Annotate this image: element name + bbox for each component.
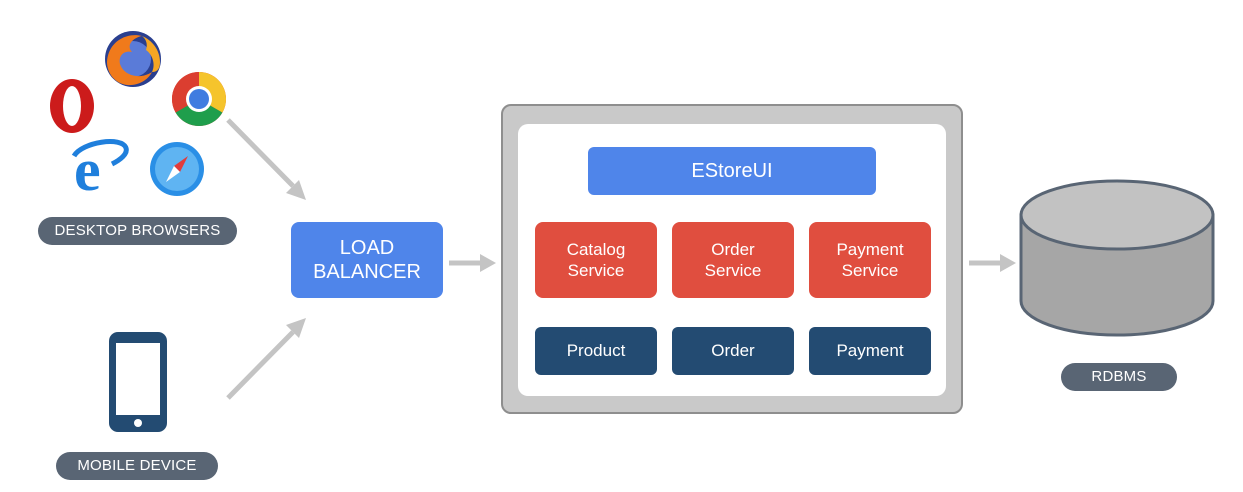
service-label-line1: Catalog [566, 240, 626, 259]
service-label-line2: Service [704, 261, 762, 280]
arrow-browsers-to-lb [226, 118, 295, 188]
estore-ui-box: EStoreUI [588, 147, 876, 195]
internet-explorer-icon: e [71, 138, 129, 196]
service-label-line1: Order [711, 240, 755, 259]
smartphone-icon [109, 332, 167, 432]
arrowhead-lb [480, 254, 496, 272]
order-module-box: Order [672, 327, 794, 375]
opera-icon [50, 79, 94, 133]
product-module-box: Product [535, 327, 657, 375]
firefox-icon [105, 31, 161, 87]
payment-module-box: Payment [809, 327, 931, 375]
service-label-line2: Service [567, 261, 625, 280]
service-label-line2: Service [841, 261, 899, 280]
desktop-browsers-label: DESKTOP BROWSERS [38, 217, 237, 245]
chrome-icon [171, 71, 227, 127]
arrowhead-server [1000, 254, 1016, 272]
arrow-mobile-to-lb [226, 330, 295, 400]
database-cylinder-icon [1019, 179, 1215, 337]
order-service-box: Order Service [672, 222, 794, 298]
rdbms-label: RDBMS [1061, 363, 1177, 391]
load-balancer-line2: BALANCER [313, 261, 421, 283]
load-balancer-line1: LOAD [339, 237, 395, 259]
payment-service-box: Payment Service [809, 222, 931, 298]
safari-icon [150, 142, 204, 196]
load-balancer: LOAD BALANCER [291, 222, 443, 298]
arrowhead-mobile [286, 318, 306, 338]
mobile-device-label: MOBILE DEVICE [56, 452, 218, 480]
arrowhead-browsers [286, 180, 306, 200]
catalog-service-box: Catalog Service [535, 222, 657, 298]
service-label-line1: Payment [836, 240, 904, 259]
